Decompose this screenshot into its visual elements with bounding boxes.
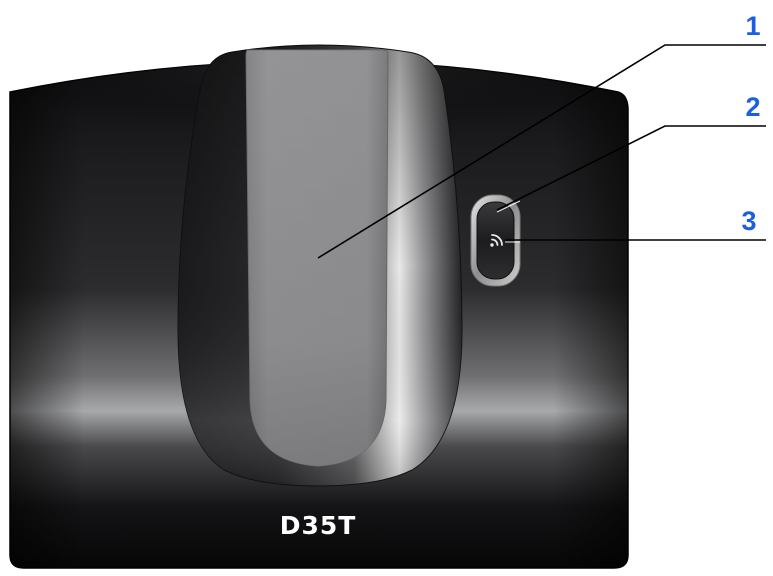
callout-number-2: 2	[745, 92, 760, 122]
signal-waves-icon	[490, 234, 503, 247]
callout-number-1: 1	[745, 11, 760, 41]
callout-number-3: 3	[741, 206, 756, 236]
callout-line-1	[317, 44, 766, 259]
model-label: D35T	[280, 511, 357, 540]
callout-line-2	[496, 125, 766, 211]
callout-lines	[317, 44, 766, 259]
handset-cradle	[177, 44, 463, 487]
